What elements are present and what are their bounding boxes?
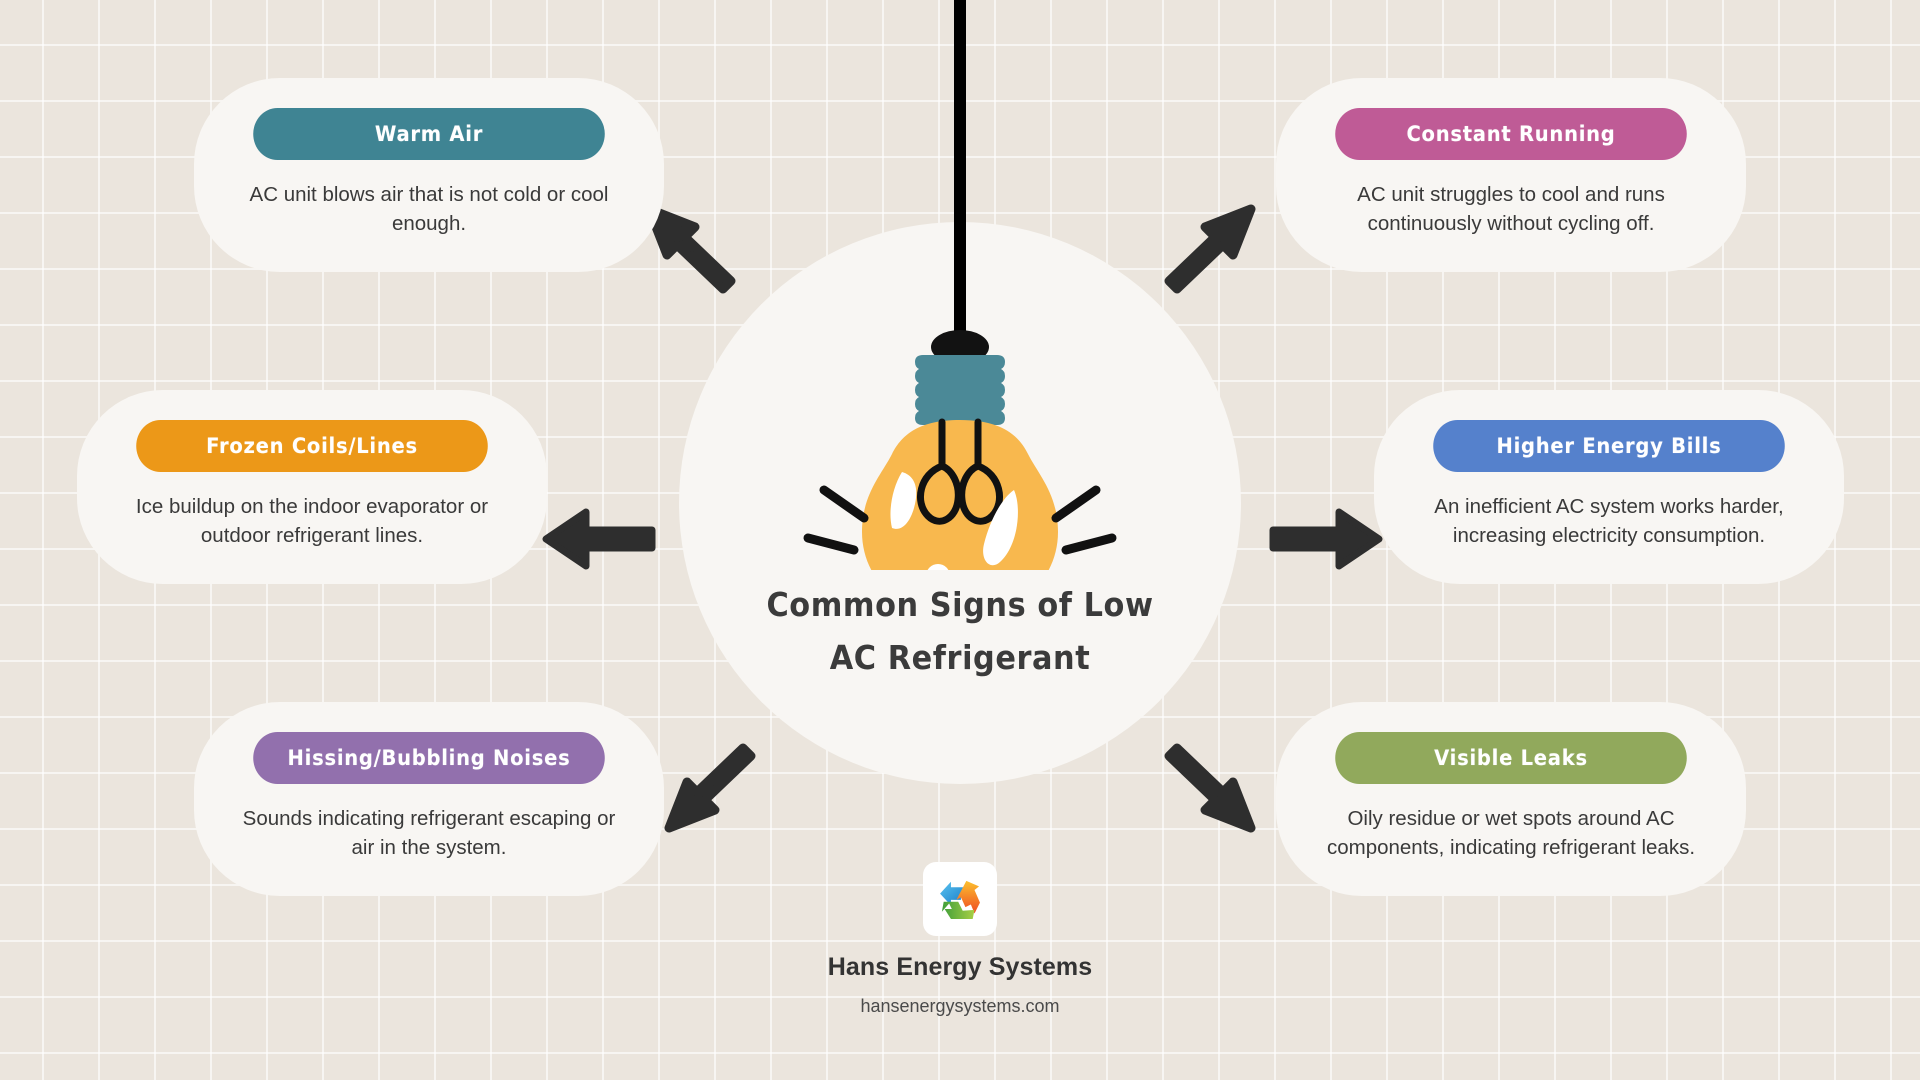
card-warm-air-description: AC unit blows air that is not cold or co… — [249, 183, 609, 236]
card-constant-running-heading: Constant Running — [1335, 108, 1687, 160]
card-frozen-coils[interactable]: Frozen Coils/Lines Ice buildup on the in… — [77, 390, 547, 585]
card-frozen-coils-heading: Frozen Coils/Lines — [136, 420, 488, 472]
card-warm-air-heading: Warm Air — [253, 108, 605, 160]
brand-name: Hans Energy Systems — [827, 953, 1093, 981]
card-frozen-coils-description: Ice buildup on the indoor evaporator or … — [135, 495, 489, 548]
arrow-down-right-icon — [1164, 743, 1256, 833]
card-warm-air[interactable]: Warm Air AC unit blows air that is not c… — [194, 78, 664, 273]
arrow-up-left-icon — [644, 204, 736, 294]
recycle-arrows-logo-icon — [923, 862, 997, 936]
brand-website[interactable]: hansenergysystems.com — [860, 996, 1060, 1016]
arrow-up-right-icon — [1164, 204, 1256, 294]
card-higher-energy-bills-description: An inefficient AC system works harder, i… — [1434, 495, 1784, 548]
card-constant-running-description: AC unit struggles to cool and runs conti… — [1357, 183, 1665, 236]
card-constant-running[interactable]: Constant Running AC unit struggles to co… — [1276, 78, 1746, 273]
card-higher-energy-bills-heading: Higher Energy Bills — [1433, 420, 1785, 472]
footer-branding: Hans Energy Systems hansenergysystems.co… — [0, 862, 1920, 1017]
card-visible-leaks-description: Oily residue or wet spots around AC comp… — [1326, 807, 1696, 860]
card-hissing-noises[interactable]: Hissing/Bubbling Noises Sounds indicatin… — [194, 702, 664, 897]
card-higher-energy-bills[interactable]: Higher Energy Bills An inefficient AC sy… — [1374, 390, 1844, 585]
page-title-line-2: AC Refrigerant — [829, 638, 1091, 678]
page-title-line-1: Common Signs of Low — [766, 585, 1154, 624]
card-hissing-noises-heading: Hissing/Bubbling Noises — [253, 732, 605, 784]
card-hissing-noises-description: Sounds indicating refrigerant escaping o… — [242, 807, 616, 860]
arrow-down-left-icon — [664, 743, 756, 833]
page-title: Common Signs of Low AC Refrigerant — [701, 578, 1218, 685]
lightbulb-icon — [790, 0, 1130, 570]
arrow-right-icon — [1269, 508, 1385, 570]
arrow-left-icon — [540, 508, 656, 570]
card-visible-leaks-heading: Visible Leaks — [1335, 732, 1687, 784]
card-visible-leaks[interactable]: Visible Leaks Oily residue or wet spots … — [1276, 702, 1746, 897]
